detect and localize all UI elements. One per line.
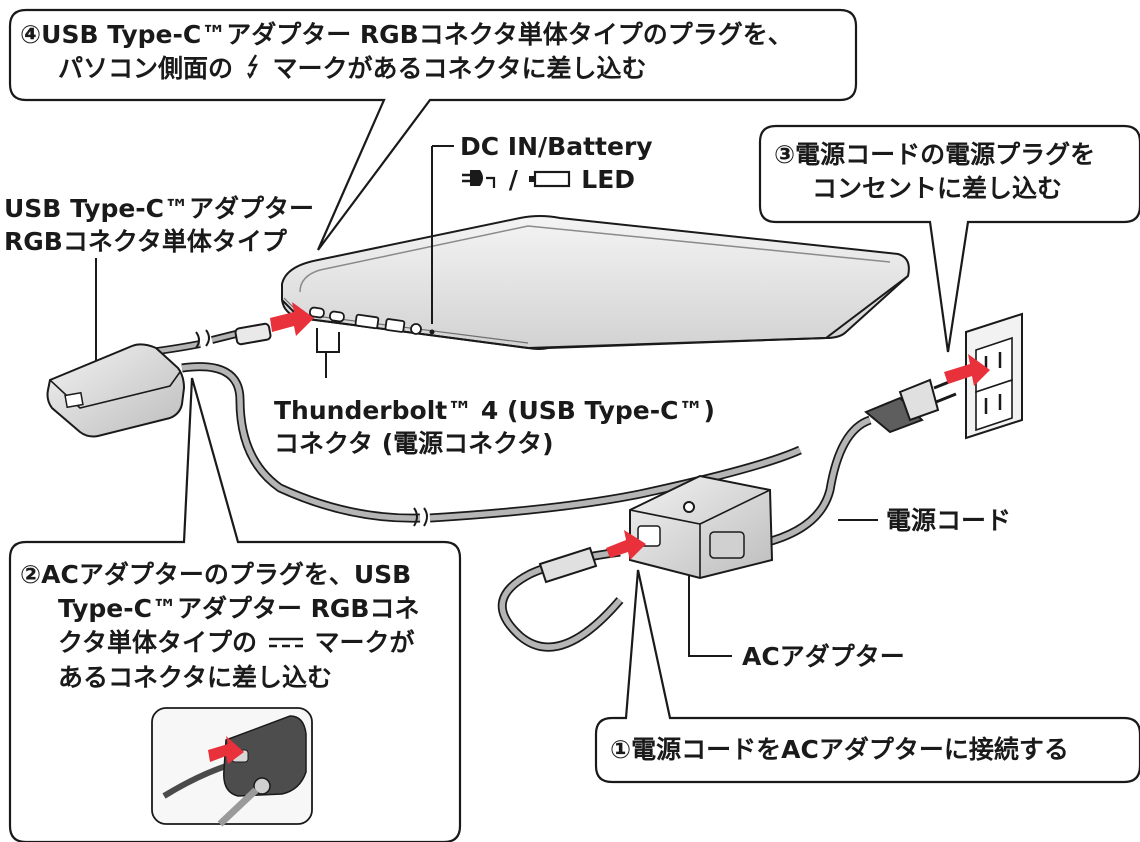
step4-line2: パソコン側面の マークがあるコネクタに差し込む	[20, 52, 793, 88]
step4-callout-text: ④USB Type-C™アダプター RGBコネクタ単体タイプのプラグを、 パソコ…	[20, 18, 793, 88]
label-power-cord: 電源コード	[886, 506, 1012, 535]
step4-line2-pre: パソコン側面の	[58, 54, 234, 83]
dc-symbol-icon	[266, 627, 306, 661]
step2-callout-text: ②ACアダプターのプラグを、USB Type-C™アダプター RGBコネ クタ単…	[20, 558, 420, 695]
step4-line2-post: マークがあるコネクタに差し込む	[272, 54, 647, 83]
step2-line4: あるコネクタに差し込む	[58, 663, 333, 692]
dc-in-plug-icon	[460, 165, 500, 198]
label-thunderbolt: Thunderbolt™ 4 (USB Type-C™) コネクタ (電源コネク…	[274, 394, 715, 460]
label-dc-in-text: LED	[581, 165, 636, 194]
step2-line3-post: マークが	[314, 628, 415, 657]
label-thunderbolt-line2: コネクタ (電源コネクタ)	[274, 429, 554, 458]
label-adapter-rgb-line2: RGBコネクタ単体タイプ	[4, 227, 287, 256]
lightning-icon	[242, 53, 264, 88]
callout-step2-bubble	[8, 377, 462, 842]
step4-line1: ④USB Type-C™アダプター RGBコネクタ単体タイプのプラグを、	[20, 20, 793, 49]
callout-step4-bubble	[8, 8, 858, 251]
step2-line3: クタ単体タイプの マークが	[20, 626, 420, 661]
ac-cord-illustration	[497, 546, 624, 652]
label-dc-in-line1: DC IN/Battery	[460, 132, 653, 161]
label-ac-adapter: ACアダプター	[742, 642, 905, 671]
callout-step1-bubble	[594, 569, 1140, 784]
step3-callout-text: ③電源コードの電源プラグを コンセントに差し込む	[774, 138, 1095, 206]
step3-line1: ③電源コードの電源プラグを	[774, 140, 1096, 169]
label-dc-in-sep: /	[508, 165, 518, 194]
step2-line1: ②ACアダプターのプラグを、USB	[20, 560, 412, 589]
inset-photo	[151, 707, 313, 827]
rgb-adapter-illustration	[46, 322, 421, 523]
insertion-arrows	[270, 302, 990, 560]
callout-step3-bubble	[758, 124, 1140, 353]
label-thunderbolt-line1: Thunderbolt™ 4 (USB Type-C™)	[274, 396, 715, 425]
label-adapter-rgb-line1: USB Type-C™アダプター	[4, 194, 315, 223]
step3-line2: コンセントに差し込む	[812, 174, 1063, 203]
battery-icon	[527, 165, 573, 198]
label-adapter-rgb: USB Type-C™アダプター RGBコネクタ単体タイプ	[4, 192, 314, 258]
label-dc-in-line2: / LED	[460, 163, 653, 198]
step2-line2: Type-C™アダプター RGBコネ	[58, 594, 420, 623]
step1-callout-text: ①電源コードをACアダプターに接続する	[610, 735, 1069, 764]
label-dc-in: DC IN/Battery / LED	[460, 130, 653, 198]
wall-outlet-illustration	[965, 312, 1023, 440]
laptop-illustration	[281, 215, 910, 350]
power-cord-illustration	[413, 378, 957, 549]
step2-line3-pre: クタ単体タイプの	[58, 628, 258, 657]
